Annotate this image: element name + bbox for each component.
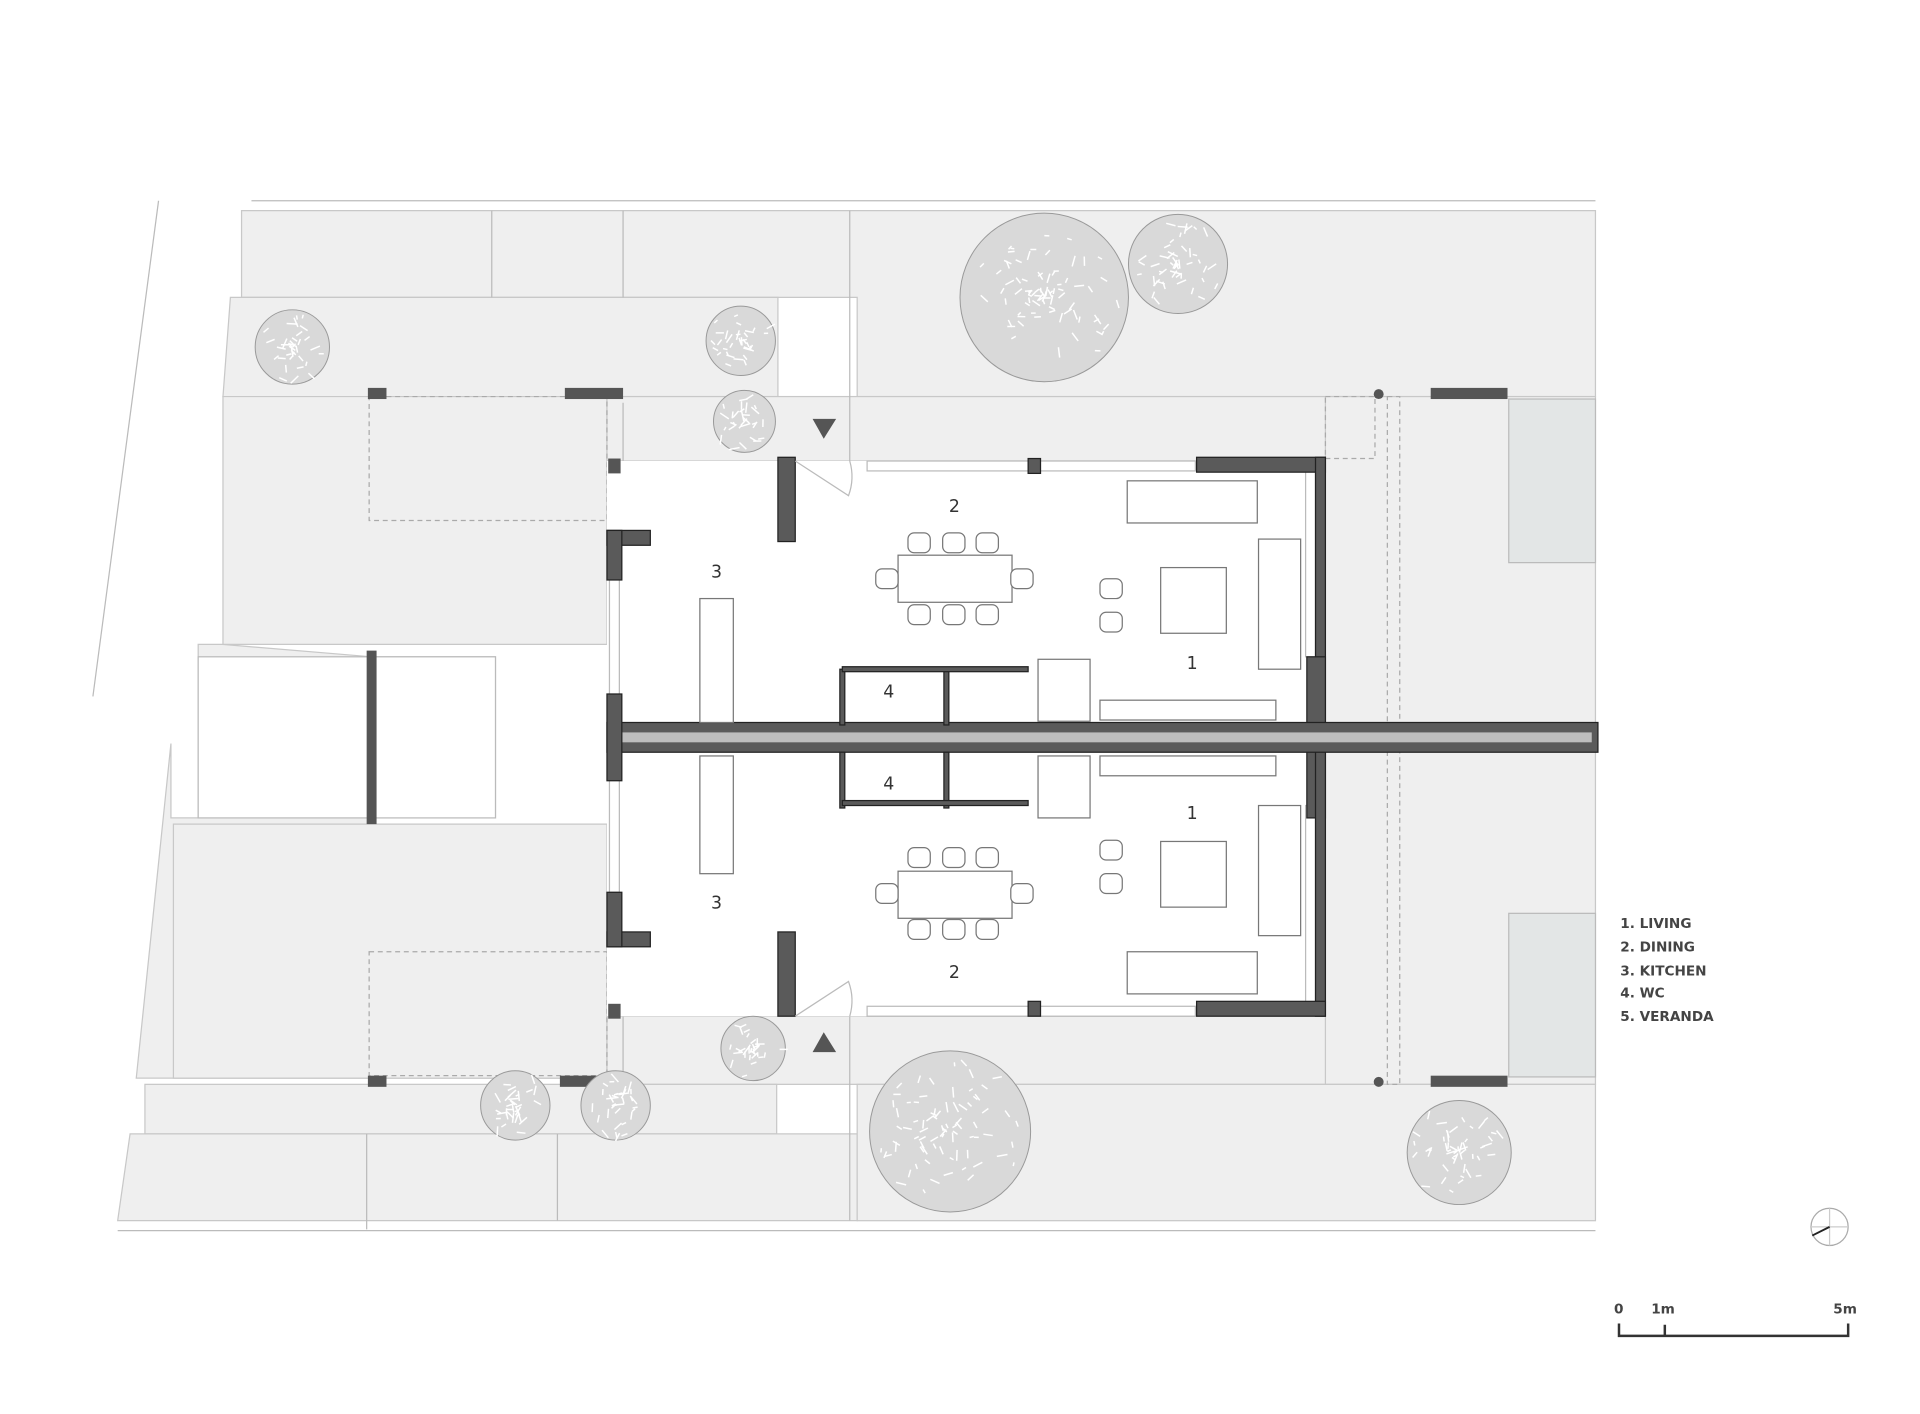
legend-item: 1. LIVING [1620, 916, 1691, 932]
room-label-dining: 2 [949, 497, 960, 517]
chair-icon [908, 605, 930, 625]
scale-label: 0 [1614, 1302, 1623, 1318]
chair-icon [908, 920, 930, 940]
chair-icon [1011, 569, 1033, 589]
tree-icon [870, 1051, 1031, 1212]
tree-icon [706, 306, 775, 375]
tree-icon [1128, 214, 1227, 313]
chair-icon [943, 920, 965, 940]
chair-icon [943, 533, 965, 553]
chair-icon [1100, 612, 1122, 632]
chair-icon [908, 533, 930, 553]
chair-icon [1100, 874, 1122, 894]
chair-icon [943, 848, 965, 868]
room-label-dining: 2 [949, 963, 960, 983]
legend-item: 5. VERANDA [1620, 1009, 1714, 1025]
tree-icon [255, 310, 329, 384]
chair-icon [908, 848, 930, 868]
legend: 1. LIVING 2. DINING 3. KITCHEN 4. WC 5. … [1620, 916, 1714, 1025]
legend-item: 4. WC [1620, 986, 1664, 1002]
tree-icon [581, 1071, 650, 1141]
room-label-kitchen: 3 [711, 893, 722, 913]
tree-icon [960, 213, 1128, 382]
chair-icon [1011, 884, 1033, 904]
legend-item: 2. DINING [1620, 940, 1695, 956]
chair-icon [943, 605, 965, 625]
room-label-living: 1 [1187, 804, 1198, 824]
scale-bar: 0 1m 5m [1614, 1302, 1857, 1336]
chair-icon [976, 605, 998, 625]
room-label-wc: 4 [883, 774, 894, 794]
chair-icon [1100, 579, 1122, 599]
room-label-living: 1 [1187, 654, 1198, 674]
tree-icon [1407, 1100, 1511, 1204]
room-label-wc: 4 [883, 683, 894, 703]
tree-icon [713, 390, 775, 452]
scale-label: 1m [1651, 1302, 1675, 1318]
chair-icon [976, 848, 998, 868]
chair-icon [976, 533, 998, 553]
chair-icon [876, 569, 898, 589]
tree-icon [481, 1071, 550, 1140]
chair-icon [976, 920, 998, 940]
chair-icon [1100, 840, 1122, 860]
scale-label: 5m [1833, 1302, 1857, 1318]
legend-item: 3. KITCHEN [1620, 963, 1706, 979]
chair-icon [876, 884, 898, 904]
north-arrow-icon [1811, 1208, 1848, 1245]
room-label-kitchen: 3 [711, 562, 722, 582]
